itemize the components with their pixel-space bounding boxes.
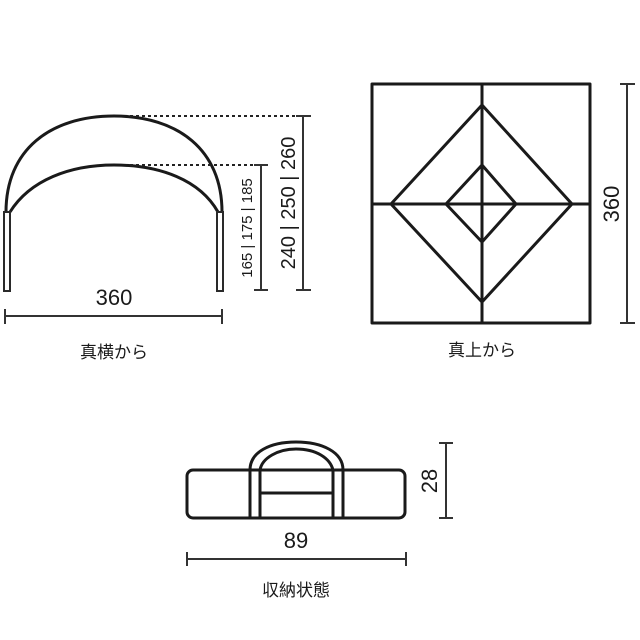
side-width-dimension — [4, 309, 223, 324]
handle-outer — [248, 440, 345, 518]
side-view-caption: 真横から — [80, 343, 148, 363]
top-depth-dimension — [620, 83, 635, 324]
inner-height-dimension — [254, 164, 268, 291]
inner-height-label: 165 | 175 | 185 — [239, 178, 256, 278]
storage-height-dimension — [439, 442, 453, 519]
left-pole — [3, 211, 11, 292]
storage-length-dimension — [186, 552, 407, 566]
outer-arc — [4, 114, 224, 213]
top-view-caption: 真上から — [448, 341, 516, 361]
storage-caption: 収納状態 — [262, 581, 330, 601]
storage-view: 28 89 収納状態 — [185, 440, 453, 601]
inner-diamond — [444, 163, 518, 244]
side-view: 165 | 175 | 185 240 | 250 | 260 360 真横から — [3, 114, 311, 363]
handle-inner — [258, 447, 335, 518]
storage-height-label: 28 — [417, 469, 442, 493]
storage-length-label: 89 — [284, 528, 308, 553]
storage-bag — [185, 468, 407, 520]
inner-arc — [8, 163, 220, 213]
right-pole — [216, 211, 224, 292]
top-depth-label: 360 — [599, 186, 624, 223]
outer-height-dimension — [296, 115, 311, 291]
top-view: 360 真上から — [370, 82, 635, 361]
outer-height-label: 240 | 250 | 260 — [278, 137, 300, 270]
side-width-label: 360 — [96, 285, 133, 310]
outer-diamond — [389, 103, 574, 304]
